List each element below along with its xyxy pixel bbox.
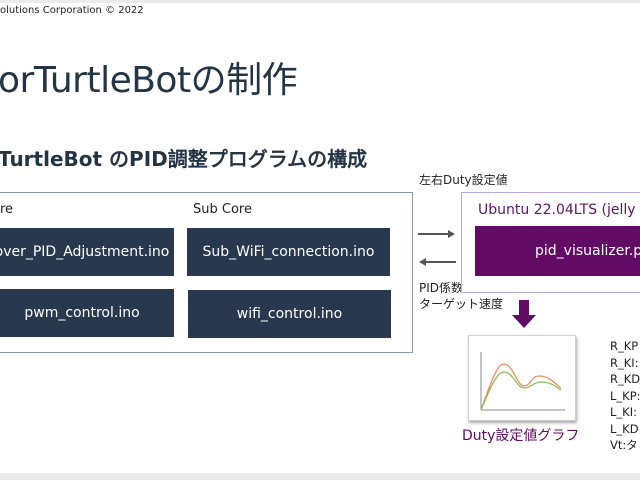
param-l-kd: L_KD [610, 421, 639, 436]
sub-file-wifi-control: wifi_control.ino [188, 290, 391, 338]
line-chart-icon [480, 352, 565, 411]
main-file-adjustment: over_PID_Adjustment.ino [0, 228, 174, 276]
duty-setting-label: 左右Duty設定値 [419, 173, 508, 187]
pid-coefficient-label: PID係数 [419, 281, 464, 295]
param-r-ki: R_KI: [610, 355, 639, 370]
duty-graph-thumbnail [468, 335, 576, 421]
parameter-list: R_KP R_KI: R_KD L_KP: L_KI: L_KD Vt:タ [610, 338, 640, 454]
param-vt: Vt:タ [610, 438, 638, 452]
left-arrow-icon [418, 252, 456, 266]
right-arrow-icon [418, 224, 456, 238]
slide: olutions Corporation © 2022 orTurtleBotの… [0, 3, 640, 473]
copyright-text: olutions Corporation © 2022 [0, 5, 144, 16]
down-arrow-icon [512, 300, 536, 330]
target-speed-label: ターゲット速度 [419, 297, 504, 311]
spresense-frame [0, 192, 413, 353]
main-file-pwm-control: pwm_control.ino [0, 289, 174, 337]
ubuntu-frame [461, 192, 640, 293]
param-r-kd: R_KD [610, 372, 640, 386]
pid-visualizer-file: pid_visualizer.py [475, 226, 640, 276]
sub-core-label: Sub Core [193, 202, 252, 217]
slide-title: orTurtleBotの制作 [0, 60, 298, 101]
ubuntu-label: Ubuntu 22.04LTS (jelly fis [478, 202, 640, 218]
param-l-kp: L_KP: [610, 388, 640, 403]
param-r-kp: R_KP [610, 339, 639, 353]
param-l-ki: L_KI: [610, 405, 637, 419]
slide-subtitle: TurtleBot のPID調整プログラムの構成 [0, 147, 368, 171]
main-core-label: re [0, 202, 14, 217]
sub-file-wifi-connection: Sub_WiFi_connection.ino [187, 228, 390, 276]
graph-caption: Duty設定値グラフ [462, 428, 580, 444]
